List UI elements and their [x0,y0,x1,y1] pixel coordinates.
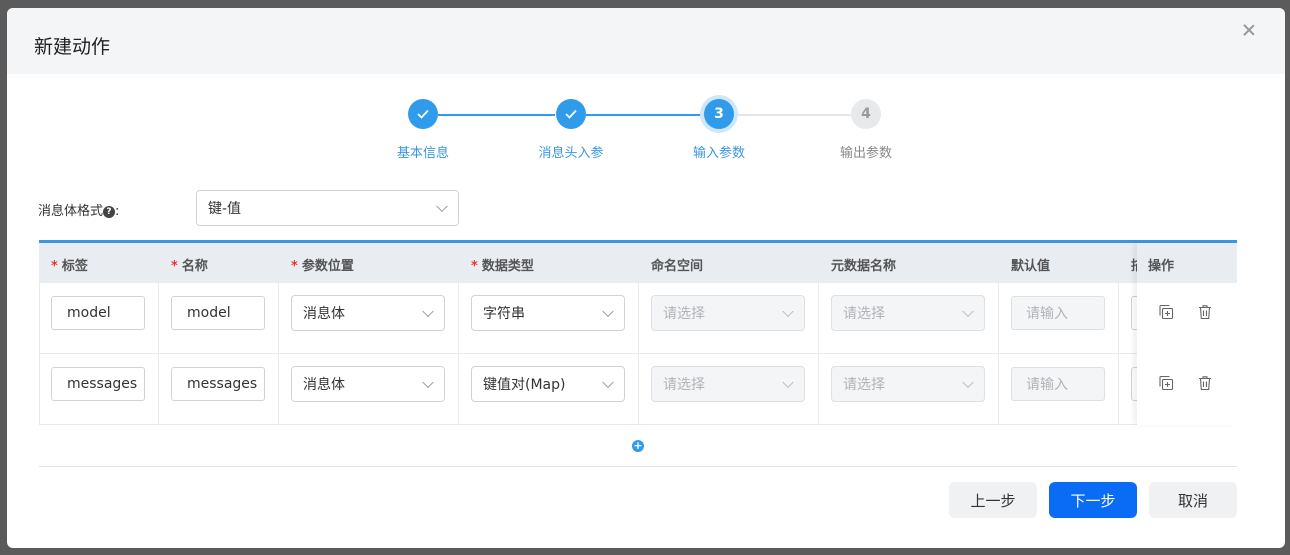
column-divider [278,283,279,425]
tag-input[interactable]: model [51,296,145,330]
chevron-down-icon [962,305,974,318]
chevron-down-icon [422,305,434,318]
body-format-colon: : [115,204,120,219]
step-connector-3 [734,114,851,116]
datatype-select[interactable]: 字符串 [471,295,625,331]
dialog-title: 新建动作 [34,36,111,58]
col-header-metadata: 元数据名称 [831,259,897,274]
check-icon [408,99,438,129]
chevron-down-icon [962,376,974,389]
required-star: * [51,259,58,274]
default-input[interactable]: 请输入 [1011,367,1105,401]
col-header-datatype: *数据类型 [471,255,534,274]
col-header-tag: *标签 [51,255,88,274]
body-format-text: 消息体格式 [38,204,104,219]
col-header-label: 名称 [181,259,208,274]
col-header-default: 默认值 [1011,259,1051,274]
close-icon[interactable] [1241,22,1257,38]
column-divider [458,283,459,425]
metadata-placeholder: 请选择 [843,377,885,393]
tag-input[interactable]: messages [51,367,145,401]
add-row-icon[interactable]: + [632,439,644,452]
delete-icon[interactable] [1197,375,1213,391]
body-format-select[interactable]: 键-值 [196,190,459,226]
column-divider [638,283,639,425]
datatype-select[interactable]: 键值对(Map) [471,366,625,402]
column-divider [39,283,40,425]
step-connector-1 [438,114,555,116]
prev-step-button[interactable]: 上一步 [949,482,1037,518]
required-star: * [291,259,298,274]
namespace-placeholder: 请选择 [663,306,705,322]
datatype-value: 字符串 [483,306,525,322]
metadata-select[interactable]: 请选择 [831,366,985,402]
position-select[interactable]: 消息体 [291,295,445,331]
namespace-select[interactable]: 请选择 [651,366,805,402]
step-input-params[interactable]: 3 输入参数 [649,99,789,161]
table-header: *标签 *名称 *参数位置 *数据类型 命名空间 元数据名称 默认值 描 [39,243,1237,283]
column-divider [158,283,159,425]
step-label: 消息头入参 [538,146,604,161]
col-header-name: *名称 [171,255,208,274]
chevron-down-icon [422,376,434,389]
col-header-ops: 操作 [1148,259,1175,274]
help-icon[interactable]: ? [103,206,116,218]
name-input[interactable]: messages [171,367,265,401]
input-params-table: *标签 *名称 *参数位置 *数据类型 命名空间 元数据名称 默认值 描 mod… [39,240,1237,425]
col-header-namespace: 命名空间 [651,259,704,274]
column-divider [818,283,819,425]
default-input[interactable]: 请输入 [1011,296,1105,330]
delete-icon[interactable] [1197,304,1213,320]
metadata-placeholder: 请选择 [843,306,885,322]
step-label: 基本信息 [396,146,449,161]
step-basic-info[interactable]: 基本信息 [353,99,493,161]
cancel-button[interactable]: 取消 [1149,482,1237,518]
chevron-down-icon [782,376,794,389]
namespace-select[interactable]: 请选择 [651,295,805,331]
step-connector-2 [586,114,703,116]
check-icon [556,99,586,129]
step-label: 输出参数 [839,146,892,161]
position-value: 消息体 [303,306,345,322]
column-divider [1118,283,1119,425]
step-number: 4 [851,99,881,129]
operations-column: 操作 [1137,243,1237,425]
chevron-down-icon [602,376,614,389]
step-header-params[interactable]: 消息头入参 [501,99,641,161]
namespace-placeholder: 请选择 [663,377,705,393]
metadata-select[interactable]: 请选择 [831,295,985,331]
body-format-value: 键-值 [208,201,242,217]
step-number: 3 [704,99,734,129]
chevron-down-icon [602,305,614,318]
col-header-label: 参数位置 [301,259,354,274]
chevron-down-icon [436,200,448,213]
body-format-label: 消息体格式?: [38,200,119,219]
col-header-label: 数据类型 [481,259,534,274]
chevron-down-icon [782,305,794,318]
ops-header: 操作 [1137,243,1237,283]
col-header-position: *参数位置 [291,255,354,274]
footer-divider [39,466,1237,467]
datatype-value: 键值对(Map) [483,377,566,393]
position-value: 消息体 [303,377,345,393]
table-row: model model 消息体 字符串 请选择 请选择 请输入 [39,283,1237,354]
required-star: * [171,259,178,274]
table-row: messages messages 消息体 键值对(Map) 请选择 请选择 请… [39,354,1237,425]
required-star: * [471,259,478,274]
position-select[interactable]: 消息体 [291,366,445,402]
new-action-dialog: 新建动作 基本信息 消息头入参 3 输入参数 4 输出参数 消息体格式?: 键-… [7,8,1285,548]
col-header-label: 标签 [61,259,88,274]
column-divider [998,283,999,425]
copy-icon[interactable] [1158,304,1174,320]
next-step-button[interactable]: 下一步 [1049,482,1137,518]
copy-icon[interactable] [1158,375,1174,391]
name-input[interactable]: model [171,296,265,330]
dialog-header: 新建动作 [7,8,1285,74]
step-label: 输入参数 [692,146,745,161]
step-output-params[interactable]: 4 输出参数 [796,99,936,161]
